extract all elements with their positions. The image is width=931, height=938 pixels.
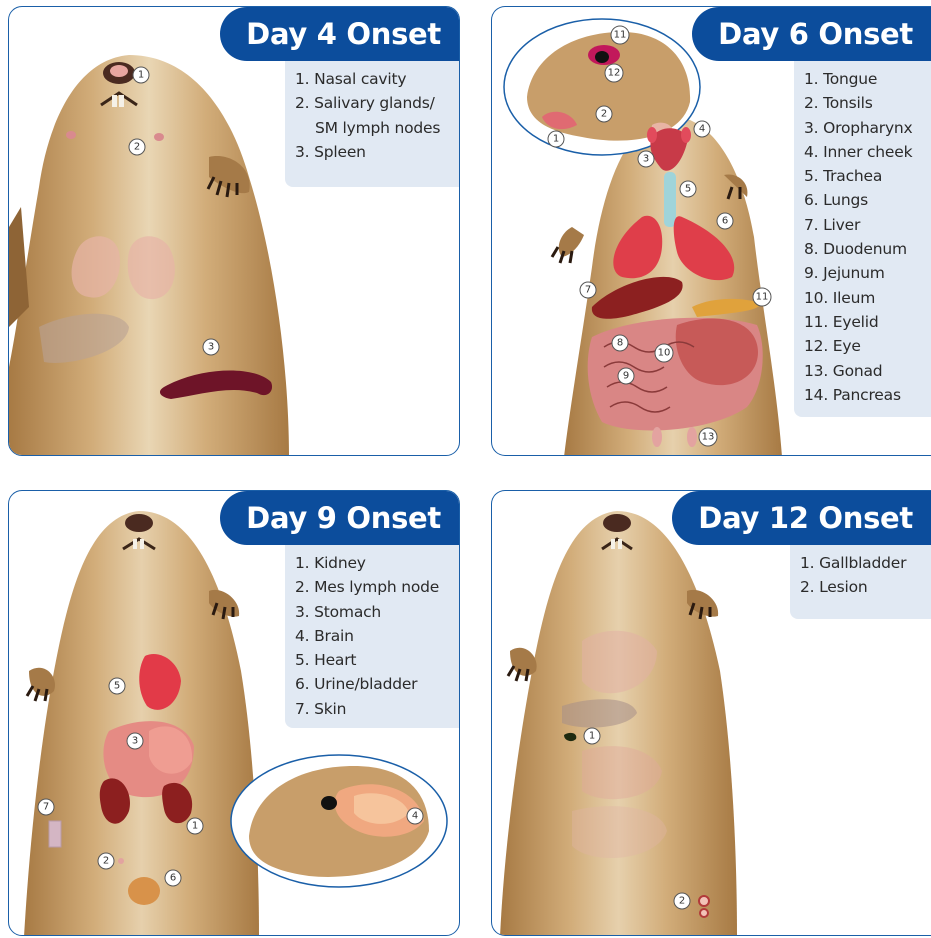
marker-1: 1 — [187, 818, 203, 834]
gonad — [652, 427, 662, 447]
marker-7: 7 — [38, 799, 54, 815]
legend-item: 5. Heart — [295, 648, 451, 672]
legend: 1. Nasal cavity 2. Salivary glands/ SM l… — [285, 61, 460, 187]
svg-text:2: 2 — [601, 109, 607, 120]
legend-item: 4. Inner cheek — [804, 140, 922, 164]
panel-day-12: 1 2 Day 12 Onset 1. Gallbladder 2. Lesio… — [491, 490, 931, 936]
trachea — [664, 172, 676, 227]
marker-5: 5 — [109, 678, 125, 694]
legend: 1. Kidney 2. Mes lymph node 3. Stomach 4… — [285, 545, 460, 728]
panel-title: Day 6 Onset — [692, 7, 931, 61]
legend-item: 3. Oropharynx — [804, 116, 922, 140]
legend-item: 2. Lesion — [800, 575, 922, 599]
legend-item: SM lymph nodes — [295, 116, 451, 140]
mes-lymph-node — [118, 858, 124, 864]
legend-item: 6. Urine/bladder — [295, 672, 451, 696]
panel-title: Day 4 Onset — [220, 7, 459, 61]
legend-item: 7. Skin — [295, 697, 451, 721]
svg-text:11: 11 — [756, 292, 769, 303]
marker-10: 10 — [655, 344, 673, 362]
marker-3: 3 — [638, 151, 654, 167]
marker-5: 5 — [680, 181, 696, 197]
salivary-gland-right — [154, 133, 164, 141]
svg-text:1: 1 — [589, 731, 595, 742]
legend-item: 12. Eye — [804, 334, 922, 358]
panel-day-4: 1 2 3 Day 4 Onset 1. Nasal cavity 2. Sal… — [8, 6, 460, 456]
skin-patch — [49, 821, 61, 847]
marker-1: 1 — [133, 67, 149, 83]
svg-text:10: 10 — [658, 348, 671, 359]
panel-title: Day 9 Onset — [220, 491, 459, 545]
marker-2: 2 — [674, 893, 690, 909]
marker-7: 7 — [580, 282, 596, 298]
bladder — [128, 877, 160, 905]
legend-item: 1. Tongue — [804, 67, 922, 91]
marker-8: 8 — [612, 335, 628, 351]
legend-item: 1. Kidney — [295, 551, 451, 575]
legend-item: 1. Gallbladder — [800, 551, 922, 575]
svg-text:3: 3 — [132, 736, 138, 747]
panel-day-9: 1 2 3 4 5 6 7 Day 9 Onset 1. Kidney 2. M… — [8, 490, 460, 936]
legend-item: 3. Stomach — [295, 600, 451, 624]
svg-text:1: 1 — [138, 70, 144, 81]
legend-item: 9. Jejunum — [804, 261, 922, 285]
marker-4: 4 — [407, 808, 423, 824]
svg-text:6: 6 — [722, 216, 728, 227]
legend: 1. Gallbladder 2. Lesion — [790, 545, 931, 619]
svg-text:2: 2 — [134, 142, 140, 153]
legend-item: 11. Eyelid — [804, 310, 922, 334]
marker-2: 2 — [596, 106, 612, 122]
legend-item: 10. Ileum — [804, 286, 922, 310]
svg-text:3: 3 — [208, 342, 214, 353]
svg-text:4: 4 — [699, 124, 705, 135]
marker-6: 6 — [165, 870, 181, 886]
svg-text:1: 1 — [192, 821, 198, 832]
svg-text:1: 1 — [553, 134, 559, 145]
svg-text:7: 7 — [585, 285, 591, 296]
salivary-gland-left — [66, 131, 76, 139]
svg-text:5: 5 — [685, 184, 691, 195]
legend-item: 2. Tonsils — [804, 91, 922, 115]
svg-text:5: 5 — [114, 681, 120, 692]
svg-text:3: 3 — [643, 154, 649, 165]
legend-item: 2. Salivary glands/ — [295, 91, 451, 115]
marker-6: 6 — [717, 213, 733, 229]
svg-text:12: 12 — [608, 68, 621, 79]
svg-text:4: 4 — [412, 811, 418, 822]
legend: 1. Tongue 2. Tonsils 3. Oropharynx 4. In… — [794, 61, 931, 417]
svg-text:6: 6 — [170, 873, 176, 884]
legend-item: 1. Nasal cavity — [295, 67, 451, 91]
marker-1: 1 — [548, 131, 564, 147]
legend-item: 13. Gonad — [804, 359, 922, 383]
marker-3: 3 — [203, 339, 219, 355]
marker-11-inset: 11 — [611, 26, 629, 44]
legend-item: 6. Lungs — [804, 188, 922, 212]
marker-13: 13 — [699, 428, 717, 446]
marker-2: 2 — [129, 139, 145, 155]
marker-4: 4 — [694, 121, 710, 137]
legend-item: 14. Pancreas — [804, 383, 922, 407]
marker-12: 12 — [605, 64, 623, 82]
panel-title: Day 12 Onset — [672, 491, 931, 545]
panel-day-6: 1 2 3 4 5 6 7 8 9 10 11 11 12 13 Day 6 O… — [491, 6, 931, 456]
marker-1: 1 — [584, 728, 600, 744]
lesion — [699, 896, 709, 906]
svg-text:2: 2 — [103, 856, 109, 867]
svg-text:11: 11 — [614, 30, 627, 41]
legend-item: 4. Brain — [295, 624, 451, 648]
svg-text:9: 9 — [623, 371, 629, 382]
svg-text:13: 13 — [702, 432, 715, 443]
marker-11: 11 — [753, 288, 771, 306]
legend-item: 8. Duodenum — [804, 237, 922, 261]
legend-item: 2. Mes lymph node — [295, 575, 451, 599]
legend-item: 3. Spleen — [295, 140, 451, 164]
svg-text:2: 2 — [679, 896, 685, 907]
legend-item: 7. Liver — [804, 213, 922, 237]
marker-9: 9 — [618, 368, 634, 384]
svg-text:7: 7 — [43, 802, 49, 813]
marker-3: 3 — [127, 733, 143, 749]
marker-2: 2 — [98, 853, 114, 869]
legend-item: 5. Trachea — [804, 164, 922, 188]
svg-text:8: 8 — [617, 338, 623, 349]
